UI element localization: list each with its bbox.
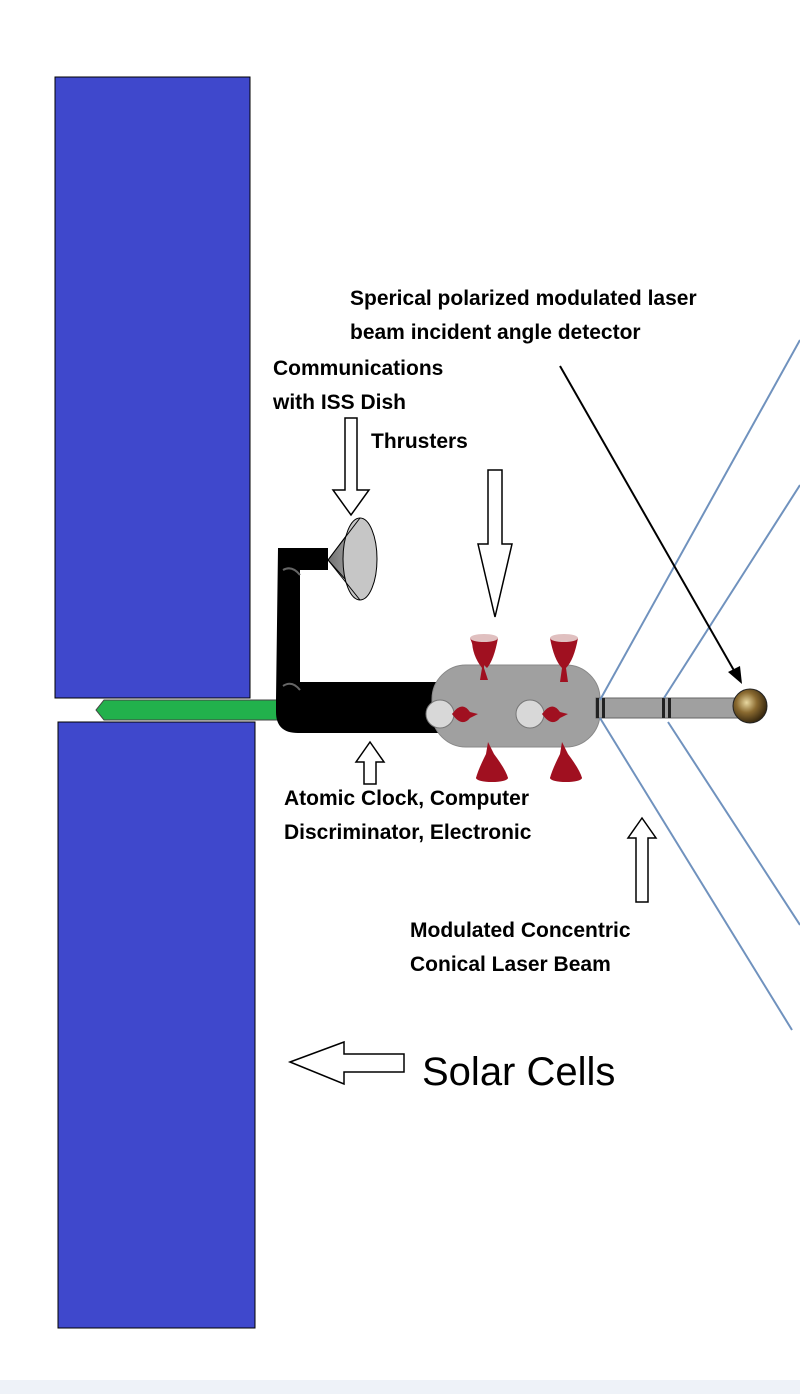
boom-arm: [95, 699, 281, 721]
arrow-laser-beam: [626, 816, 658, 903]
module-port-right: [515, 699, 545, 729]
module-port-left: [425, 699, 455, 729]
solar-panel-top: [54, 76, 251, 699]
beam-line-3: [663, 484, 800, 699]
rod-band-3: [662, 698, 665, 718]
rod-band-2: [602, 698, 605, 718]
side-thruster-right: [542, 706, 568, 723]
beam-line-4: [667, 721, 800, 926]
thrusters-label: Thrusters: [371, 430, 468, 453]
mast-highlight-2: [282, 682, 301, 691]
thruster-bottom-right: [550, 742, 582, 782]
thruster-module: [431, 664, 601, 748]
thruster-top-right: [550, 634, 578, 682]
arrow-communications: [331, 417, 371, 517]
arrow-solar-cells: [287, 1040, 405, 1086]
detector-label: Sperical polarized modulated laser beam …: [350, 287, 697, 344]
thruster-top-left: [470, 634, 498, 680]
rod-band-1: [596, 698, 599, 718]
beam-line-2: [599, 717, 793, 1031]
main-body: [276, 548, 445, 733]
rod-band-4: [668, 698, 671, 718]
arrow-thrusters: [477, 469, 513, 618]
detector-sphere: [732, 688, 768, 724]
bottom-bar: [0, 1380, 800, 1394]
beam-line-1: [599, 339, 800, 701]
detector-pointer-head: [728, 666, 742, 684]
atomic-clock-label: Atomic Clock, Computer Discriminator, El…: [284, 787, 532, 844]
iss-dish: [327, 517, 378, 601]
solar-cells-label: Solar Cells: [422, 1050, 616, 1094]
detector-pointer: [559, 365, 737, 675]
communications-label: Communications with ISS Dish: [273, 357, 444, 414]
thruster-bottom-left: [476, 742, 508, 782]
solar-panel-bottom: [57, 721, 256, 1329]
laser-beam-label: Modulated Concentric Conical Laser Beam: [410, 919, 631, 976]
mast-highlight: [282, 567, 301, 576]
arrow-atomic-clock: [354, 740, 386, 785]
side-thruster-left: [452, 706, 478, 723]
